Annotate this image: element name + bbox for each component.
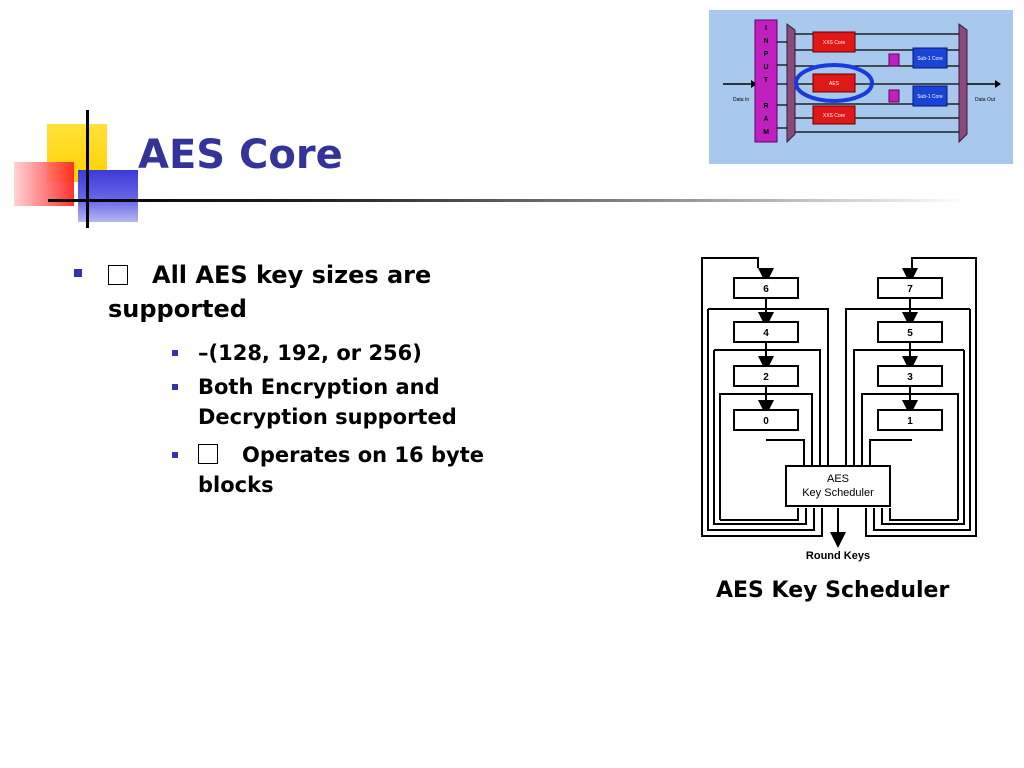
- register-label-5: 5: [907, 328, 913, 339]
- right-mux: [958, 23, 968, 144]
- input-ram-block: [754, 19, 778, 143]
- ram-letter: P: [764, 51, 769, 58]
- svg-text:XXS Core: XXS Core: [823, 113, 845, 119]
- register-box-6: [733, 277, 799, 299]
- sub-bullet-square-icon: [172, 384, 178, 390]
- register-box-0: [733, 409, 799, 431]
- sub-bullet-3: Operates on 16 byte blocks: [172, 440, 532, 500]
- register-label-4: 4: [763, 328, 769, 339]
- register-label-1: 1: [907, 416, 913, 427]
- ram-letter: N: [763, 38, 768, 45]
- register-box-1: [877, 409, 943, 431]
- register-label-2: 2: [763, 372, 769, 383]
- register-box-5: [877, 321, 943, 343]
- svg-text:Sub-1 Core: Sub-1 Core: [917, 94, 943, 100]
- logo-red-square: [14, 162, 74, 206]
- svg-text:AES: AES: [829, 81, 840, 87]
- diagram-caption: AES Key Scheduler: [716, 578, 950, 603]
- aes-core-block: [812, 73, 856, 93]
- register-box-3: [877, 365, 943, 387]
- data-in-label: Data In: [733, 97, 749, 103]
- bullet-square-icon: [74, 269, 82, 277]
- sub-bullet-text: Operates on 16 byte blocks: [198, 443, 484, 497]
- ram-letter: T: [764, 77, 769, 84]
- left-mux: [786, 23, 796, 144]
- register-box-7: [877, 277, 943, 299]
- aes-key-scheduler-block: [785, 465, 891, 507]
- sub-core-top: [912, 47, 948, 69]
- xxs-core-bottom: [812, 105, 856, 125]
- checkbox-glyph-icon: [108, 265, 128, 285]
- aes-highlight-ring: [794, 63, 874, 103]
- bullet-main-text: All AES key sizes are supported: [108, 261, 432, 323]
- register-box-2: [733, 365, 799, 387]
- ram-letter: A: [763, 116, 768, 123]
- scheduler-label-line1: AES: [827, 473, 849, 485]
- round-keys-label: Round Keys: [806, 550, 870, 562]
- sub-bullet-2: Both Encryption and Decryption supported: [172, 372, 532, 432]
- ram-letter: U: [763, 64, 768, 71]
- sub-core-bottom: [912, 85, 948, 107]
- register-label-3: 3: [907, 372, 913, 383]
- svg-text:XXS Core: XXS Core: [823, 40, 845, 46]
- ram-letter: R: [763, 103, 768, 110]
- title-underline: [48, 199, 968, 202]
- svg-text:Sub-1 Core: Sub-1 Core: [917, 56, 943, 62]
- register-label-6: 6: [763, 284, 769, 295]
- sub-bullet-1: –(128, 192, or 256): [172, 338, 532, 368]
- register-label-0: 0: [763, 416, 769, 427]
- sub-bullet-text: Both Encryption and Decryption supported: [198, 375, 457, 429]
- register-label-7: 7: [907, 284, 913, 295]
- key-scheduler-diagram: 6 7 4 5 2 3 0 1 AES Key Scheduler Round Keys: [698, 254, 980, 566]
- sub-bullet-square-icon: [172, 452, 178, 458]
- logo-vertical-line: [86, 110, 89, 228]
- slide-title: AES Core: [138, 132, 343, 178]
- bullet-main: All AES key sizes are supported: [74, 258, 534, 326]
- sub-bullet-text: –(128, 192, or 256): [198, 341, 422, 365]
- data-out-label: Data Out: [975, 97, 996, 103]
- checkbox-glyph-icon: [198, 444, 218, 464]
- ram-letter: I: [765, 25, 767, 32]
- xxs-core-top: [812, 31, 856, 53]
- register-box-4: [733, 321, 799, 343]
- scheduler-label-line2: Key Scheduler: [802, 487, 874, 499]
- sub-bullet-square-icon: [172, 350, 178, 356]
- ram-letter: M: [763, 129, 769, 136]
